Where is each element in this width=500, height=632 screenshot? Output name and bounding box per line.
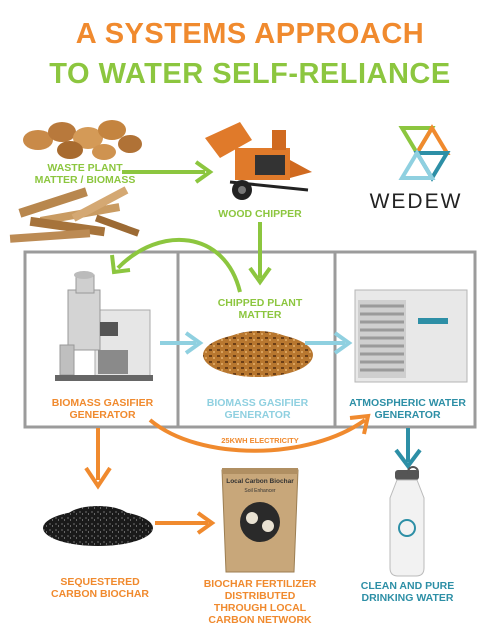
label-gasifier-left: BIOMASS GASIFIER GENERATOR [30, 397, 175, 421]
label-water: CLEAN AND PURE DRINKING WATER [345, 580, 470, 604]
biochar-pile-image [43, 506, 153, 546]
label-chipped-line2: MATTER [238, 309, 282, 321]
label-fertilizer-line3: THROUGH LOCAL [213, 602, 307, 614]
wedew-logo-text: WEDEW [369, 190, 463, 213]
title-line-2: TO WATER SELF-RELIANCE [49, 58, 451, 90]
arrow-biochar-to-bag [155, 511, 216, 535]
gasifier-image [55, 271, 153, 381]
label-chipped-line1: CHIPPED PLANT [217, 297, 303, 309]
biochar-bag-image [221, 468, 299, 573]
system-frame [23, 250, 477, 429]
label-fertilizer-line2: DISTRIBUTED [224, 590, 296, 602]
arrow-chipped-loop-to-gasifier [110, 237, 242, 293]
label-fertilizer-line4: CARBON NETWORK [208, 614, 312, 626]
label-gasifier-left-line2: GENERATOR [69, 409, 136, 421]
label-waste-line1: WASTE PLANT [47, 162, 123, 174]
nuts-image [23, 120, 142, 160]
label-gasifier-center: BIOMASS GASIFIER GENERATOR [185, 397, 330, 421]
arrow-chipper-to-chipped [248, 222, 272, 286]
label-awg: ATMOSPHERIC WATER GENERATOR [340, 397, 475, 421]
label-fertilizer-line1: BIOCHAR FERTILIZER [203, 578, 317, 590]
awg-image [354, 289, 468, 383]
label-biochar-line1: SEQUESTERED [60, 576, 140, 588]
label-gasifier-left-line1: BIOMASS GASIFIER [51, 397, 154, 409]
arrow-biomass-to-chipper [122, 160, 214, 184]
label-chipped-matter: CHIPPED PLANT MATTER [195, 297, 325, 321]
label-water-line1: CLEAN AND PURE [360, 580, 455, 592]
label-waste-biomass: WASTE PLANT MATTER / BIOMASS [20, 162, 150, 186]
label-wood-chipper: WOOD CHIPPER [218, 208, 302, 220]
bag-title: Local Carbon Biochar [226, 478, 294, 485]
label-biochar: SEQUESTERED CARBON BIOCHAR [30, 576, 170, 600]
wood-chipper-image [205, 122, 312, 200]
label-waste-line2: MATTER / BIOMASS [34, 174, 136, 186]
wedew-logo-mark [398, 124, 451, 182]
label-gasifier-center-line2: GENERATOR [224, 409, 291, 421]
title-line-1: A SYSTEMS APPROACH [75, 18, 425, 50]
label-fertilizer: BIOCHAR FERTILIZER DISTRIBUTED THROUGH L… [185, 578, 335, 626]
arrow-gasifier-to-chips [160, 331, 204, 355]
arrow-electricity [148, 413, 371, 453]
wood-sticks-image [9, 186, 140, 243]
arrow-awg-to-water [394, 428, 422, 470]
label-gasifier-center-line1: BIOMASS GASIFIER [206, 397, 309, 409]
water-bottle-image [389, 466, 425, 577]
label-electricity: 25KWH ELECTRICITY [221, 436, 299, 445]
label-awg-line2: GENERATOR [374, 409, 441, 421]
label-awg-line1: ATMOSPHERIC WATER [349, 397, 466, 409]
arrow-chips-to-awg [305, 331, 353, 355]
chip-pile-image [203, 331, 313, 377]
bag-subtitle: Soil Enhancer [244, 488, 276, 494]
label-biochar-line2: CARBON BIOCHAR [51, 588, 149, 600]
arrow-gasifier-to-biochar [84, 428, 112, 490]
label-water-line2: DRINKING WATER [361, 592, 454, 604]
